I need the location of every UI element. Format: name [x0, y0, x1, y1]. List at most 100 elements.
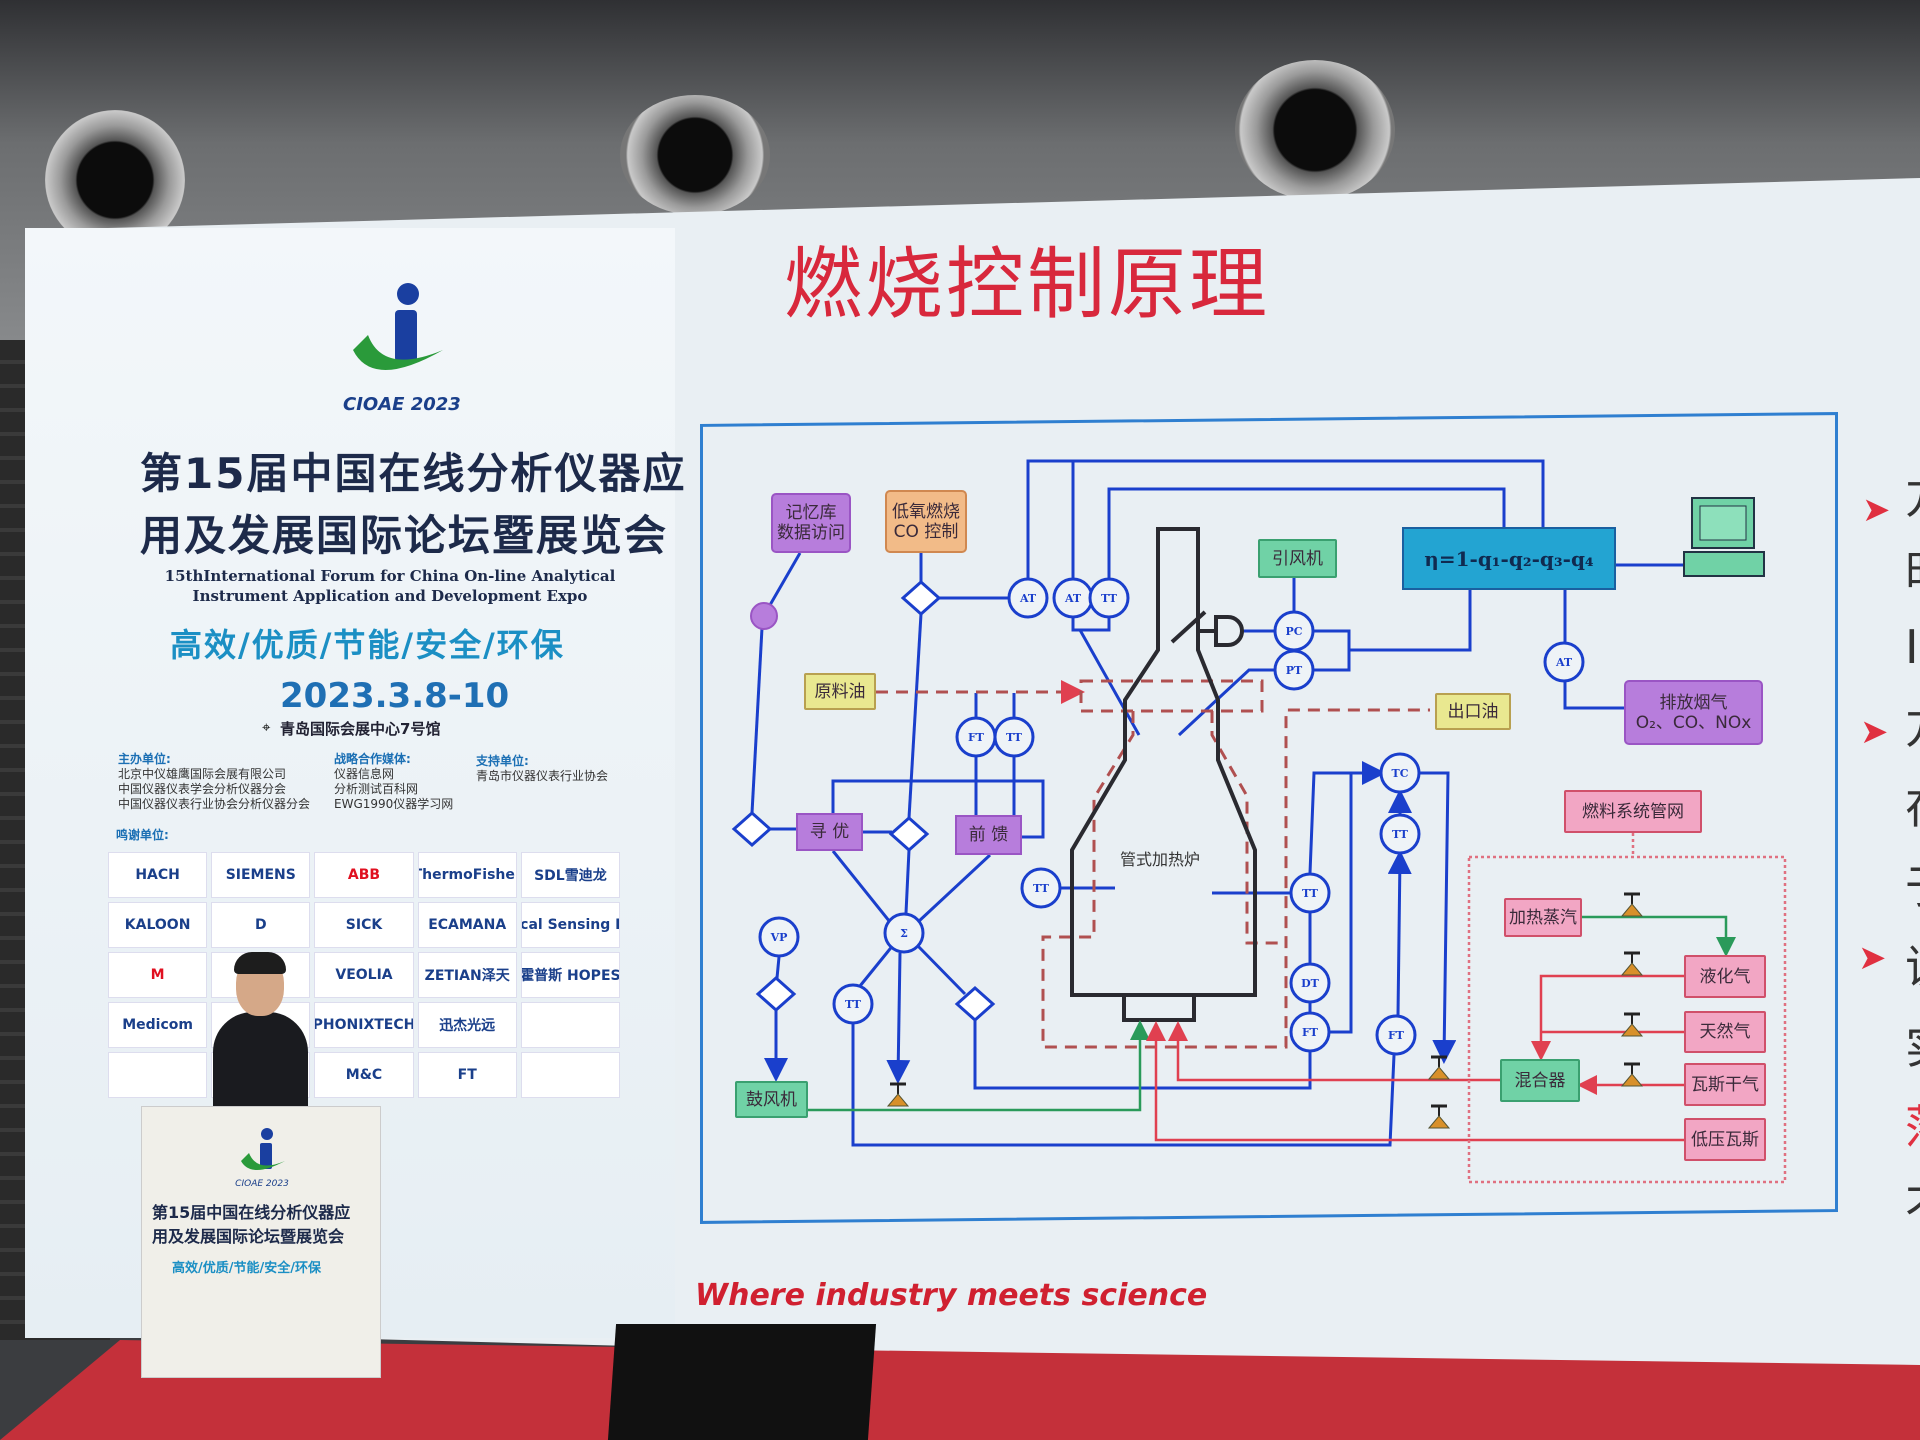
efficiency-formula-box: η=1-q₁-q₂-q₃-q₄ [1402, 527, 1616, 590]
cropped-text-char: 方 [1905, 700, 1920, 754]
natural-gas-box: 天然气 [1684, 1011, 1766, 1053]
sponsor-logo: HACH [108, 852, 208, 898]
instrument-tag: FT [1302, 1026, 1319, 1039]
bullet-arrow-icon: ➤ [1858, 938, 1887, 978]
instrument-tag: TT [1006, 731, 1023, 744]
supporter: 青岛市仪器仪表行业协会 [476, 769, 609, 783]
ceiling-vent [1235, 60, 1395, 200]
supporters: 支持单位: 青岛市仪器仪表行业协会 [476, 754, 608, 784]
instrument-circle: FT [1375, 1014, 1417, 1056]
valve-icon [1427, 1055, 1451, 1080]
media-partners: 战略合作媒体: 仪器信息网 分析测试百科网 EWG1990仪器学习网 [334, 752, 453, 812]
presenter-hair [234, 952, 286, 974]
sponsor-logo: PHONIXTECH [314, 1002, 414, 1048]
sponsor-logo: VEOLIA [314, 952, 414, 998]
slide-title: 燃烧控制原理 [784, 240, 1271, 330]
podium-slogan: 高效/优质/节能/安全/环保 [172, 1261, 321, 1276]
cropped-text-char: I [1905, 620, 1919, 674]
instrument-circle: AT [1007, 577, 1049, 619]
event-title-line2: 用及发展国际论坛暨展览会 [140, 511, 669, 560]
sponsor-logo [520, 1052, 620, 1098]
valve-icon [1620, 1012, 1644, 1037]
media-partner: EWG1990仪器学习网 [334, 797, 454, 811]
cropped-text-char: 方 [1905, 470, 1920, 524]
feed-oil-box: 原料油 [804, 673, 876, 710]
signal-lines [750, 459, 1684, 1147]
stage-monitor-speaker [607, 1324, 877, 1440]
sponsor-logo: ZETIAN泽天 [417, 952, 517, 998]
computer-icon [1683, 497, 1765, 577]
instrument-circle: TT [1088, 577, 1130, 619]
instrument-circle: Σ [883, 912, 925, 954]
instrument-tag: DT [1301, 977, 1320, 990]
low-oxygen-co-control-box: 低氧燃烧 CO 控制 [885, 490, 967, 553]
instrument-circle: PC [1273, 610, 1315, 652]
cropped-text-char: 时 [1905, 545, 1920, 599]
cioae-logo-icon [241, 1128, 285, 1170]
cropped-text-char: 实 [1905, 1020, 1920, 1074]
mixer-box: 混合器 [1500, 1059, 1580, 1102]
instrument-tag: TC [1392, 767, 1409, 780]
sponsor-logo: D [211, 902, 311, 948]
instrument-circle: DT [1289, 962, 1331, 1004]
cioae-logo-icon [353, 283, 443, 370]
instrument-circle: PT [1273, 649, 1315, 691]
instrument-circle: TT [993, 716, 1035, 758]
valve-icon [1620, 892, 1644, 917]
instrument-tag: TT [1302, 887, 1319, 900]
valve-icon [1620, 1062, 1644, 1087]
sponsor-logo: ABB [314, 852, 414, 898]
organizers: 主办单位: 北京中仪雄鹰国际会展有限公司 中国仪器仪表学会分析仪器分会 中国仪器… [118, 752, 310, 812]
sponsor-logo: KALOON [108, 902, 208, 948]
instrument-tag: VP [770, 931, 788, 944]
podium-title-line2: 用及发展国际论坛暨展览会 [152, 1227, 345, 1246]
instrument-circle: FT [955, 716, 997, 758]
media-partner: 仪器信息网 [334, 767, 395, 781]
support-label: 支持单位: [476, 754, 529, 768]
instrument-tag: TT [1392, 828, 1409, 841]
bullet-arrow-icon: ➤ [1862, 490, 1891, 530]
ceiling-vent [620, 95, 770, 215]
dry-gas-box: 瓦斯干气 [1684, 1063, 1766, 1106]
induced-fan-box: 引风机 [1258, 539, 1337, 578]
low-pressure-gas-box: 低压瓦斯 [1684, 1118, 1766, 1161]
event-slogan: 高效/优质/节能/安全/环保 [170, 626, 565, 664]
instrument-tag: PT [1286, 664, 1303, 677]
instrument-circle: TT [1020, 867, 1062, 909]
logo-caption: CIOAE 2023 [343, 394, 461, 415]
cropped-text-char: 不 [1905, 1180, 1920, 1234]
sponsor-logo: ThermoFisher [417, 852, 517, 898]
sponsor-logo: SICK [314, 902, 414, 948]
sponsor-logo: SDL雪迪龙 [520, 852, 620, 898]
presenter-body [213, 1012, 308, 1106]
organizer: 中国仪器仪表学会分析仪器分会 [118, 782, 287, 796]
instrument-tag: PC [1285, 625, 1302, 638]
exhaust-gas-box: 排放烟气 O₂、CO、NOx [1624, 680, 1763, 745]
furnace-outline [1070, 527, 1257, 1022]
sponsor-logo: FT [417, 1052, 517, 1098]
valve-icon [1427, 1104, 1451, 1129]
valve-icon [886, 1082, 910, 1107]
sponsor-logo: M [108, 952, 208, 998]
sponsor-logo: Medicom [108, 1002, 208, 1048]
instrument-tag: AT [1019, 592, 1037, 605]
sponsor-logo: ECAMANA [417, 902, 517, 948]
cropped-text-char: 在 [1905, 780, 1920, 834]
logic-diamonds [731, 579, 996, 1023]
podium-title-line1: 第15届中国在线分析仪器应 [152, 1203, 351, 1222]
instrument-tag: Σ [900, 927, 908, 940]
instrument-tag: FT [1388, 1029, 1405, 1042]
fuel-network-box: 燃料系统管网 [1564, 790, 1702, 833]
cropped-text-char: 落 [1905, 1100, 1920, 1154]
feedforward-box: 前 馈 [955, 815, 1022, 855]
sponsor-logo [520, 1002, 620, 1048]
instrument-circle: TT [1289, 872, 1331, 914]
cropped-text-char: 于 [1905, 860, 1920, 914]
bullet-arrow-icon: ➤ [1860, 712, 1889, 752]
fuel-lines [808, 833, 1787, 1184]
media-label: 战略合作媒体: [334, 752, 411, 766]
instrument-tag: TT [1033, 882, 1050, 895]
